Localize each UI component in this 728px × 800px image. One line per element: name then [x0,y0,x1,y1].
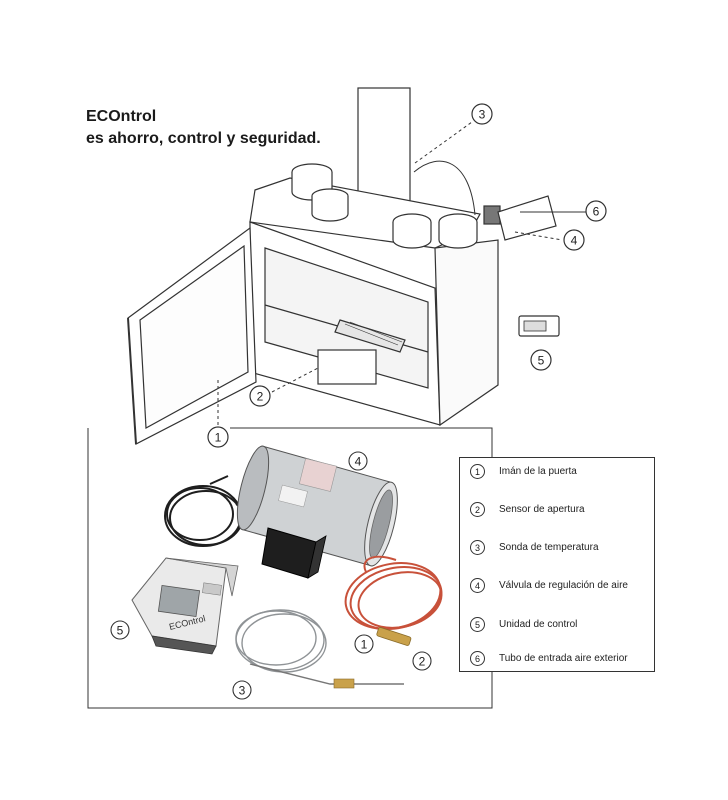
legend-item-temperature-probe: 3 Sonda de temperatura [470,537,599,557]
legend-label: Válvula de regulación de aire [499,579,628,591]
svg-text:4: 4 [571,234,578,248]
svg-text:2: 2 [257,390,264,404]
legend-label: Imán de la puerta [499,465,577,477]
grate [334,319,406,353]
svg-text:1: 1 [215,431,222,445]
svg-text:4: 4 [355,455,362,469]
svg-text:1: 1 [361,638,368,652]
control-unit-device: ECOntrol [131,557,239,655]
red-cable-coil [344,555,443,630]
callout-6-top: 6 [585,200,607,222]
svg-text:2: 2 [419,655,426,669]
probe-fitting [333,678,355,689]
callout-3-bottom: 3 [232,680,252,700]
svg-text:5: 5 [117,624,124,638]
headline-tagline: es ahorro, control y seguridad. [86,130,321,147]
door-sensor-part [376,627,412,646]
legend-label: Sensor de apertura [499,503,585,515]
legend-label: Sonda de temperatura [499,541,599,553]
body-side [434,239,499,427]
legend-item-door-magnet: 1 Imán de la puerta [470,461,577,481]
svg-text:5: 5 [538,354,545,368]
callout-4-top: 4 [563,229,585,251]
legend-item-air-valve: 4 Válvula de regulación de aire [470,575,628,595]
callout-5-top: 5 [530,349,552,371]
headline-brand: ECOntrol [86,108,157,125]
air-valve-cylinder [236,445,398,579]
legend-number: 6 [470,650,485,666]
legend-number: 1 [470,463,485,479]
door-glass [139,244,249,429]
legend-label: Tubo de entrada aire exterior [499,652,628,664]
legend-number: 3 [470,539,485,555]
legend-label: Unidad de control [499,618,578,630]
air-tube [497,195,557,241]
callout-3-top: 3 [471,103,493,125]
svg-text:3: 3 [479,108,486,122]
firebox [264,247,429,389]
legend-number: 5 [470,616,485,632]
components-panel: 4 ECOntrol 5 1 [87,427,493,709]
callout-1-top: 1 [207,426,229,448]
valve-actuator [483,205,501,225]
legend-item-exterior-air-tube: 6 Tubo de entrada aire exterior [470,648,628,668]
legend-item-opening-sensor: 2 Sensor de apertura [470,499,585,519]
fireplace-illustration [127,87,560,445]
temperature-probe-coil [235,609,404,685]
callout-4-bottom: 4 [348,451,368,471]
ash-drawer [317,349,377,385]
legend-number: 4 [470,577,485,593]
legend: 1 Imán de la puerta 2 Sensor de apertura… [459,457,655,672]
svg-text:3: 3 [239,684,246,698]
callout-5-bottom: 5 [110,620,130,640]
headline: ECOntrol es ahorro, control y seguridad. [86,106,321,150]
leader-lines [217,121,586,428]
legend-item-control-unit: 5 Unidad de control [470,614,577,634]
callout-1-bottom: 1 [354,634,374,654]
legend-number: 2 [470,501,485,517]
callout-2-bottom: 2 [412,651,432,671]
callout-2-top: 2 [249,385,271,407]
svg-text:6: 6 [593,205,600,219]
